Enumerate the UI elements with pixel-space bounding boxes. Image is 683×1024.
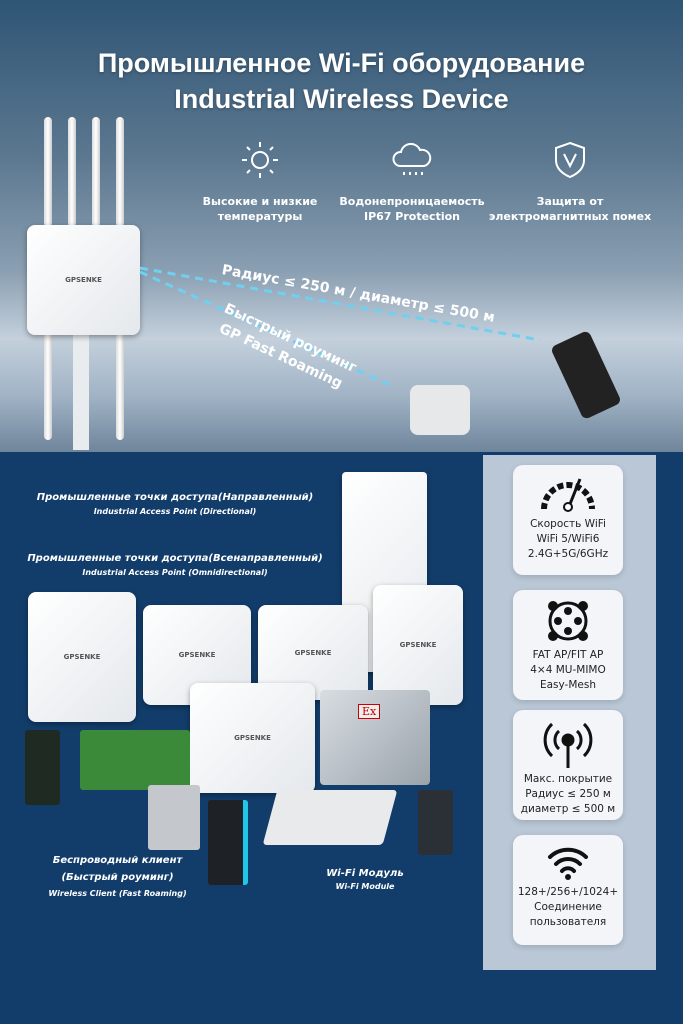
antenna <box>68 117 76 227</box>
omni-label-en: Industrial Access Point (Omnidirectional… <box>82 568 268 577</box>
mesh-network-icon <box>548 601 588 641</box>
card-line: FAT AP/FIT AP <box>532 649 604 661</box>
card-speed: Скорость WiFi WiFi 5/WiFi6 2.4G+5G/6GHz <box>513 465 623 575</box>
feature-line: Высокие и низкие <box>202 195 318 208</box>
card-line: WiFi 5/WiFi6 <box>536 533 600 545</box>
card-line: Макс. покрытие <box>523 773 613 785</box>
antenna-signal-icon <box>543 722 593 768</box>
card-mesh: FAT AP/FIT AP 4×4 MU-MIMO Easy-Mesh <box>513 590 623 700</box>
card-line: 128+/256+/1024+ <box>517 886 619 898</box>
client-label-ru1: Беспроводный клиент <box>52 855 183 866</box>
antenna <box>116 117 124 227</box>
ex-mark: Ex <box>358 704 381 719</box>
antenna <box>44 117 52 227</box>
feature-waterproof: Водонепроницаемость IP67 Protection <box>327 140 497 224</box>
feature-emi: Защита от электромагнитных помех <box>485 140 655 224</box>
title-ru: Промышленное Wi-Fi оборудование <box>97 48 586 78</box>
card-users: 128+/256+/1024+ Соединение пользователя <box>513 835 623 945</box>
mounting-pole <box>73 320 89 450</box>
explosion-proof-box: Ex <box>320 690 430 785</box>
brand-logo: GPSENKE <box>399 641 437 649</box>
directional-label-ru: Промышленные точки доступа(Направленный) <box>36 492 314 503</box>
rain-cloud-icon <box>392 142 432 175</box>
client-label-en: Wireless Client (Fast Roaming) <box>48 889 187 898</box>
feature-line: температуры <box>217 210 303 223</box>
module-label-en: Wi-Fi Module <box>335 882 395 891</box>
wifi-module-case <box>262 790 398 845</box>
shield-icon <box>555 141 585 179</box>
hero-section: Промышленное Wi-Fi оборудование Industri… <box>0 0 683 452</box>
antenna <box>116 330 124 440</box>
card-line: пользователя <box>529 916 607 928</box>
brand-logo: GPSENKE <box>294 648 332 657</box>
title-en: Industrial Wireless Device <box>174 84 509 114</box>
brand-logo: GPSENKE <box>178 651 216 659</box>
antenna <box>92 117 100 227</box>
card-line: 2.4G+5G/6GHz <box>527 548 609 560</box>
directional-label-en: Industrial Access Point (Directional) <box>93 507 257 516</box>
omni-ap-device: GPSENKE <box>190 683 315 793</box>
card-line: Радиус ≤ 250 м <box>525 788 611 800</box>
client-label-ru2: (Быстрый роуминг) <box>61 872 174 883</box>
antenna <box>44 330 52 440</box>
robot-vehicle <box>410 385 470 435</box>
omni-ap-device: GPSENKE <box>373 585 463 705</box>
card-line: Easy-Mesh <box>539 679 596 691</box>
wifi-module-box <box>148 785 200 850</box>
wifi-module-board <box>80 730 190 790</box>
card-line: Соединение <box>534 901 602 913</box>
wifi-icon <box>548 847 588 880</box>
omni-ap-device: GPSENKE <box>28 592 136 722</box>
feature-panel: Скорость WiFi WiFi 5/WiFi6 2.4G+5G/6GHz … <box>483 455 656 970</box>
card-line: Скорость WiFi <box>530 518 606 530</box>
speedometer-icon <box>541 478 595 512</box>
wireless-client-device <box>208 800 248 885</box>
feature-line: IP67 Protection <box>364 210 460 223</box>
access-point-device: GPSENKE <box>27 225 140 335</box>
brand-logo: GPSENKE <box>63 653 101 661</box>
card-line: диаметр ≤ 500 м <box>520 803 616 815</box>
card-line: 4×4 MU-MIMO <box>530 664 606 676</box>
sun-icon <box>242 142 278 178</box>
wireless-client-router <box>25 730 60 805</box>
feature-temperature: Высокие и низкие температуры <box>175 140 345 224</box>
brand-logo: GPSENKE <box>234 734 271 742</box>
industrial-router <box>418 790 453 855</box>
omni-label-ru: Промышленные точки доступа(Всенаправленн… <box>27 553 323 564</box>
feature-line: электромагнитных помех <box>488 210 652 223</box>
brand-logo: GPSENKE <box>65 276 102 284</box>
card-coverage: Макс. покрытие Радиус ≤ 250 м диаметр ≤ … <box>513 710 623 820</box>
module-label-ru: Wi-Fi Модуль <box>326 868 404 879</box>
signal-lines <box>139 266 541 387</box>
feature-line: Водонепроницаемость <box>339 195 485 208</box>
feature-line: Защита от <box>536 195 604 208</box>
